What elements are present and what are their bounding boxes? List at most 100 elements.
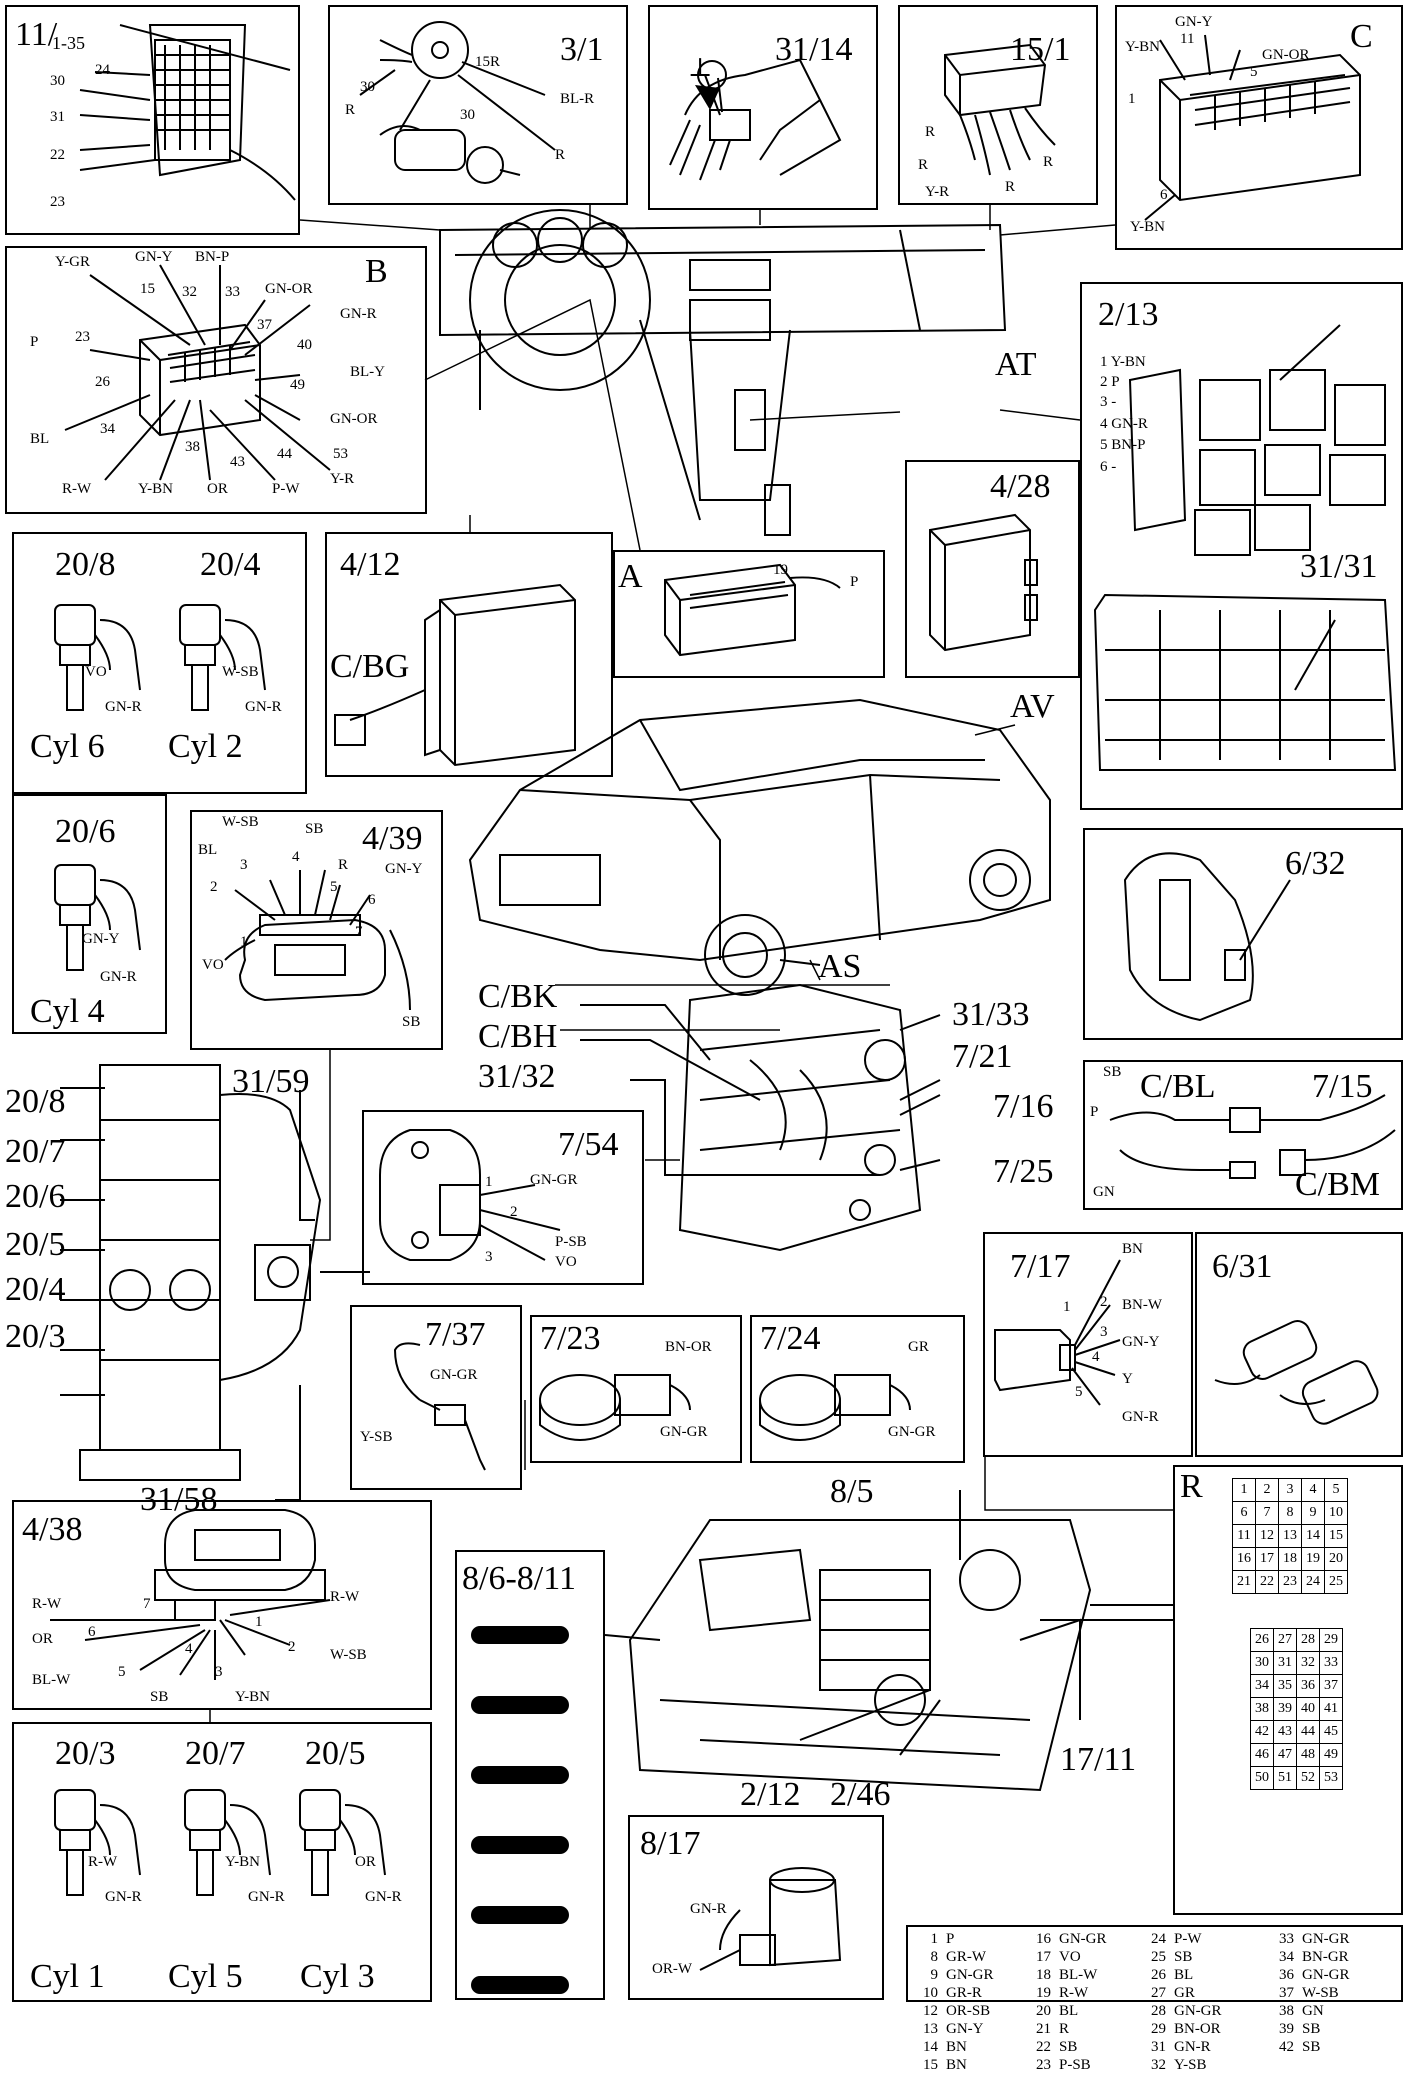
legend-pin-number: 33: [1279, 1931, 1294, 1947]
label-15-1-e: R: [1043, 154, 1054, 170]
dashboard-illustration: [439, 209, 1007, 536]
legend-pin-number: 19: [1036, 1985, 1051, 2001]
module-4-39-illustration: [224, 869, 411, 1011]
connector-r-pin: 1: [1232, 1478, 1256, 1502]
label-4-38-7: 7: [143, 1596, 151, 1612]
coil-illustration-20-7: [184, 1789, 271, 1896]
label-b-pw: P-W: [272, 481, 300, 497]
label-a-p: P: [850, 574, 859, 590]
legend-wire-color: SB: [1302, 2021, 1321, 2037]
connector-r-pin: 49: [1319, 1743, 1343, 1767]
connector-r-pin: 24: [1301, 1570, 1325, 1594]
legend-pin-number: 28: [1151, 2003, 1166, 2019]
panel-11: [5, 5, 300, 235]
connector-r-pin: 37: [1319, 1674, 1343, 1698]
knock-sensor-7-23-illustration: [539, 1374, 691, 1441]
label-4-39-3: 3: [240, 857, 248, 873]
connector-r-pin: 42: [1250, 1720, 1274, 1744]
label-20-6: 20/6: [55, 813, 116, 850]
leader-lines: [209, 205, 1173, 1722]
coil-illustration-20-5: [299, 1789, 386, 1896]
panel-8-17: [628, 1815, 884, 2000]
label-20-7: 20/7: [185, 1735, 246, 1772]
connector-r-pin: 19: [1301, 1547, 1325, 1571]
label-17-11: 17/11: [1060, 1741, 1137, 1778]
label-cyl-3: Cyl 3: [300, 1958, 375, 1995]
label-7-54-gngr: GN-GR: [530, 1172, 578, 1188]
label-11-sub: 1-35: [52, 33, 85, 53]
legend-pin-number: 21: [1036, 2021, 1051, 2037]
connector-b-illustration: [64, 264, 331, 481]
label-15-1-a: R: [925, 124, 936, 140]
module-4-28-illustration: [929, 513, 1038, 652]
label-7-54-2: 2: [510, 1204, 518, 1220]
label-8-17: 8/17: [640, 1825, 701, 1862]
connector-r-pin: 30: [1250, 1651, 1274, 1675]
label-4-38: 4/38: [22, 1511, 83, 1548]
label-cyl-2: Cyl 2: [168, 728, 243, 765]
legend-pin-number: 26: [1151, 1967, 1166, 1983]
label-m-20-5: 20/5: [5, 1226, 66, 1263]
coil-illustration-20-6: [54, 864, 141, 971]
legend-entry: 33 GN-GR: [1268, 1930, 1350, 1948]
label-b-bl: BL: [30, 431, 50, 447]
label-20-8-gnr: GN-R: [105, 699, 142, 715]
connector-r-pin: 6: [1232, 1501, 1256, 1525]
label-7-17-y: Y: [1122, 1371, 1133, 1387]
component-8-17-illustration: [699, 1867, 842, 1971]
label-c-bk: C/BK: [478, 978, 558, 1015]
label-at: AT: [995, 346, 1037, 383]
label-7-17-1: 1: [1063, 1299, 1071, 1315]
label-b-23: 23: [75, 329, 90, 345]
legend-pin-number: 31: [1151, 2039, 1166, 2055]
connector-r-pin: 28: [1296, 1628, 1320, 1652]
label-4-39-4: 4: [292, 849, 300, 865]
legend-wire-color: P-SB: [1059, 2057, 1091, 2073]
label-8-17-gnr: GN-R: [690, 1901, 727, 1917]
label-4-39-gny: GN-Y: [385, 861, 423, 877]
label-a-19: 19: [773, 562, 788, 578]
panel-3-1: [328, 5, 628, 205]
legend-wire-color: Y-SB: [1174, 2057, 1207, 2073]
legend-wire-color: BL: [1174, 1967, 1194, 1983]
label-as: AS: [818, 948, 862, 985]
connector-r-pin: 53: [1319, 1766, 1343, 1790]
legend-wire-color: GN-GR: [1302, 1931, 1350, 1947]
connector-r-pin: 12: [1255, 1524, 1279, 1548]
label-7-17: 7/17: [1010, 1248, 1071, 1285]
coil-illustration-20-8: [54, 604, 141, 711]
legend-pin-number: 27: [1151, 1985, 1166, 2001]
label-3-1-d: R: [345, 102, 356, 118]
label-7-17-gnr: GN-R: [1122, 1409, 1159, 1425]
label-c-bm: C/BM: [1295, 1166, 1381, 1203]
label-3-1-a: 15R: [475, 54, 501, 70]
panel-6-32: [1083, 828, 1403, 1040]
label-a: A: [618, 558, 643, 595]
label-20-6-gnr: GN-R: [100, 969, 137, 985]
label-b-32: 32: [182, 284, 197, 300]
label-7-37: 7/37: [425, 1316, 486, 1353]
connector-r-pin: 44: [1296, 1720, 1320, 1744]
connector-r-pin: 40: [1296, 1697, 1320, 1721]
legend-wire-color: VO: [1059, 1949, 1081, 1965]
connector-r-pin: 25: [1324, 1570, 1348, 1594]
label-b-ygr: Y-GR: [55, 254, 91, 270]
label-2-12: 2/12: [740, 1776, 801, 1813]
panel-4-39: [190, 810, 443, 1050]
connector-r-pin: 47: [1273, 1743, 1297, 1767]
legend-wire-color: BN: [946, 2057, 967, 2073]
panel-6-31: [1195, 1232, 1403, 1457]
